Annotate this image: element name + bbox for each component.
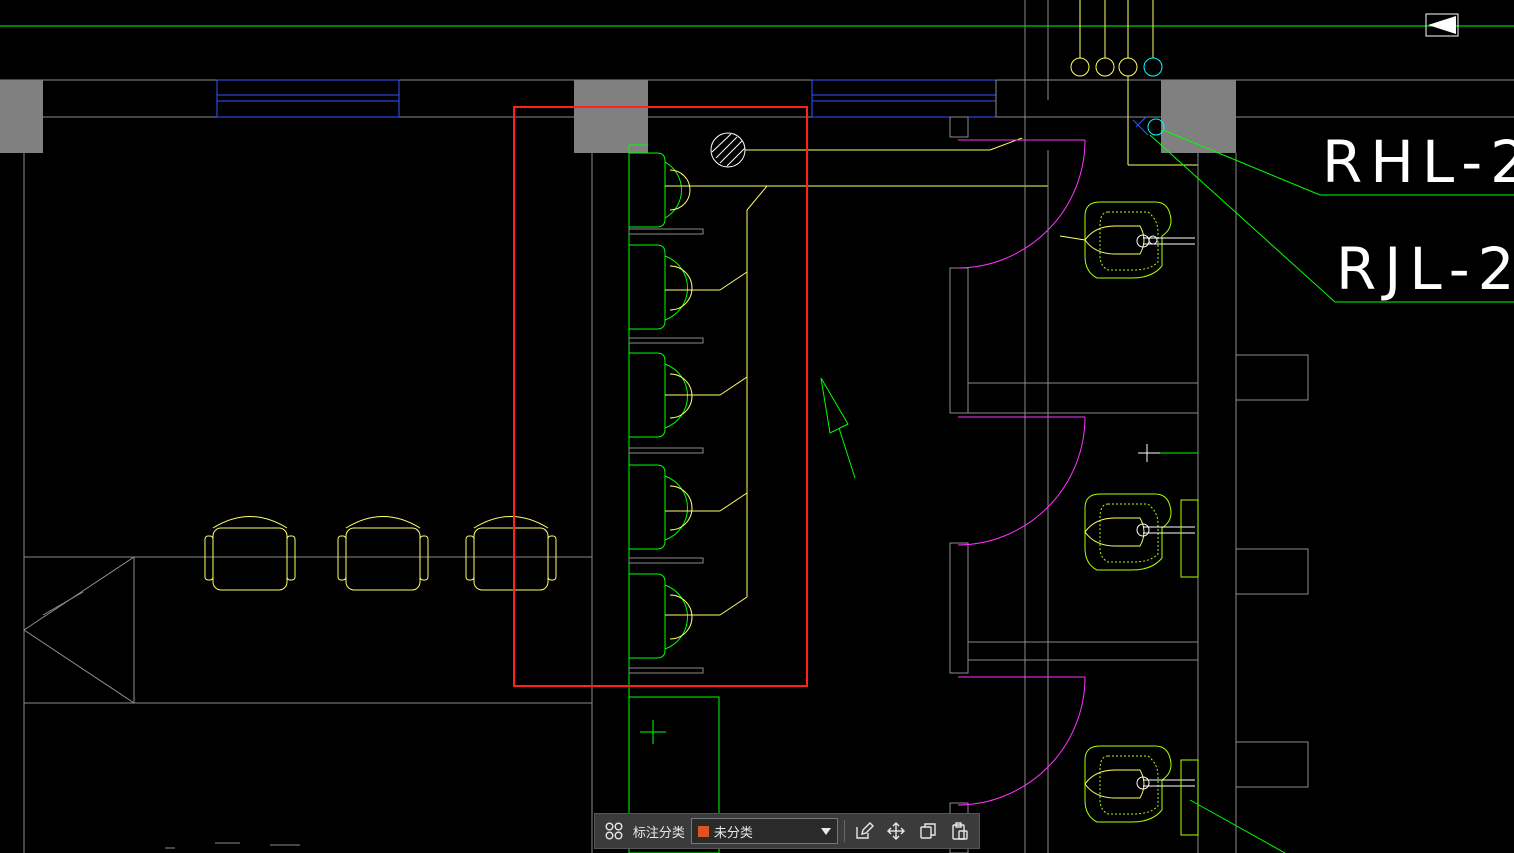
chair-row	[204, 516, 557, 591]
squat-toilet-2	[1084, 493, 1199, 578]
column-1	[0, 80, 43, 153]
edit-icon[interactable]	[851, 818, 877, 844]
selection-box[interactable]	[513, 106, 808, 687]
category-value: 未分类	[713, 824, 753, 840]
column-2	[574, 80, 648, 153]
chevron-down-icon	[821, 827, 832, 835]
door-swings	[957, 139, 1086, 806]
category-color-swatch	[697, 825, 709, 837]
squat-toilet-1	[1059, 201, 1195, 279]
grid-icon[interactable]	[601, 818, 627, 844]
category-label: 标注分类	[632, 824, 685, 840]
direction-arrow-icon	[820, 377, 856, 479]
floor-drain-icon	[710, 132, 746, 168]
paste-icon[interactable]	[947, 818, 973, 844]
annotation-toolbar: 标注分类 未分类	[594, 813, 980, 849]
move-icon[interactable]	[883, 818, 909, 844]
window-left	[216, 79, 400, 118]
copy-icon[interactable]	[915, 818, 941, 844]
squat-toilet-3	[1084, 745, 1199, 836]
window-right	[811, 79, 997, 118]
category-dropdown[interactable]: 未分类	[690, 818, 839, 844]
column-3	[1161, 80, 1236, 153]
view-arrow-icon[interactable]	[1425, 13, 1459, 37]
pipe-label-rhl: RHL-2	[1322, 128, 1514, 196]
toolbar-divider	[844, 820, 846, 842]
pipe-label-rjl: RJL-2	[1336, 235, 1514, 303]
